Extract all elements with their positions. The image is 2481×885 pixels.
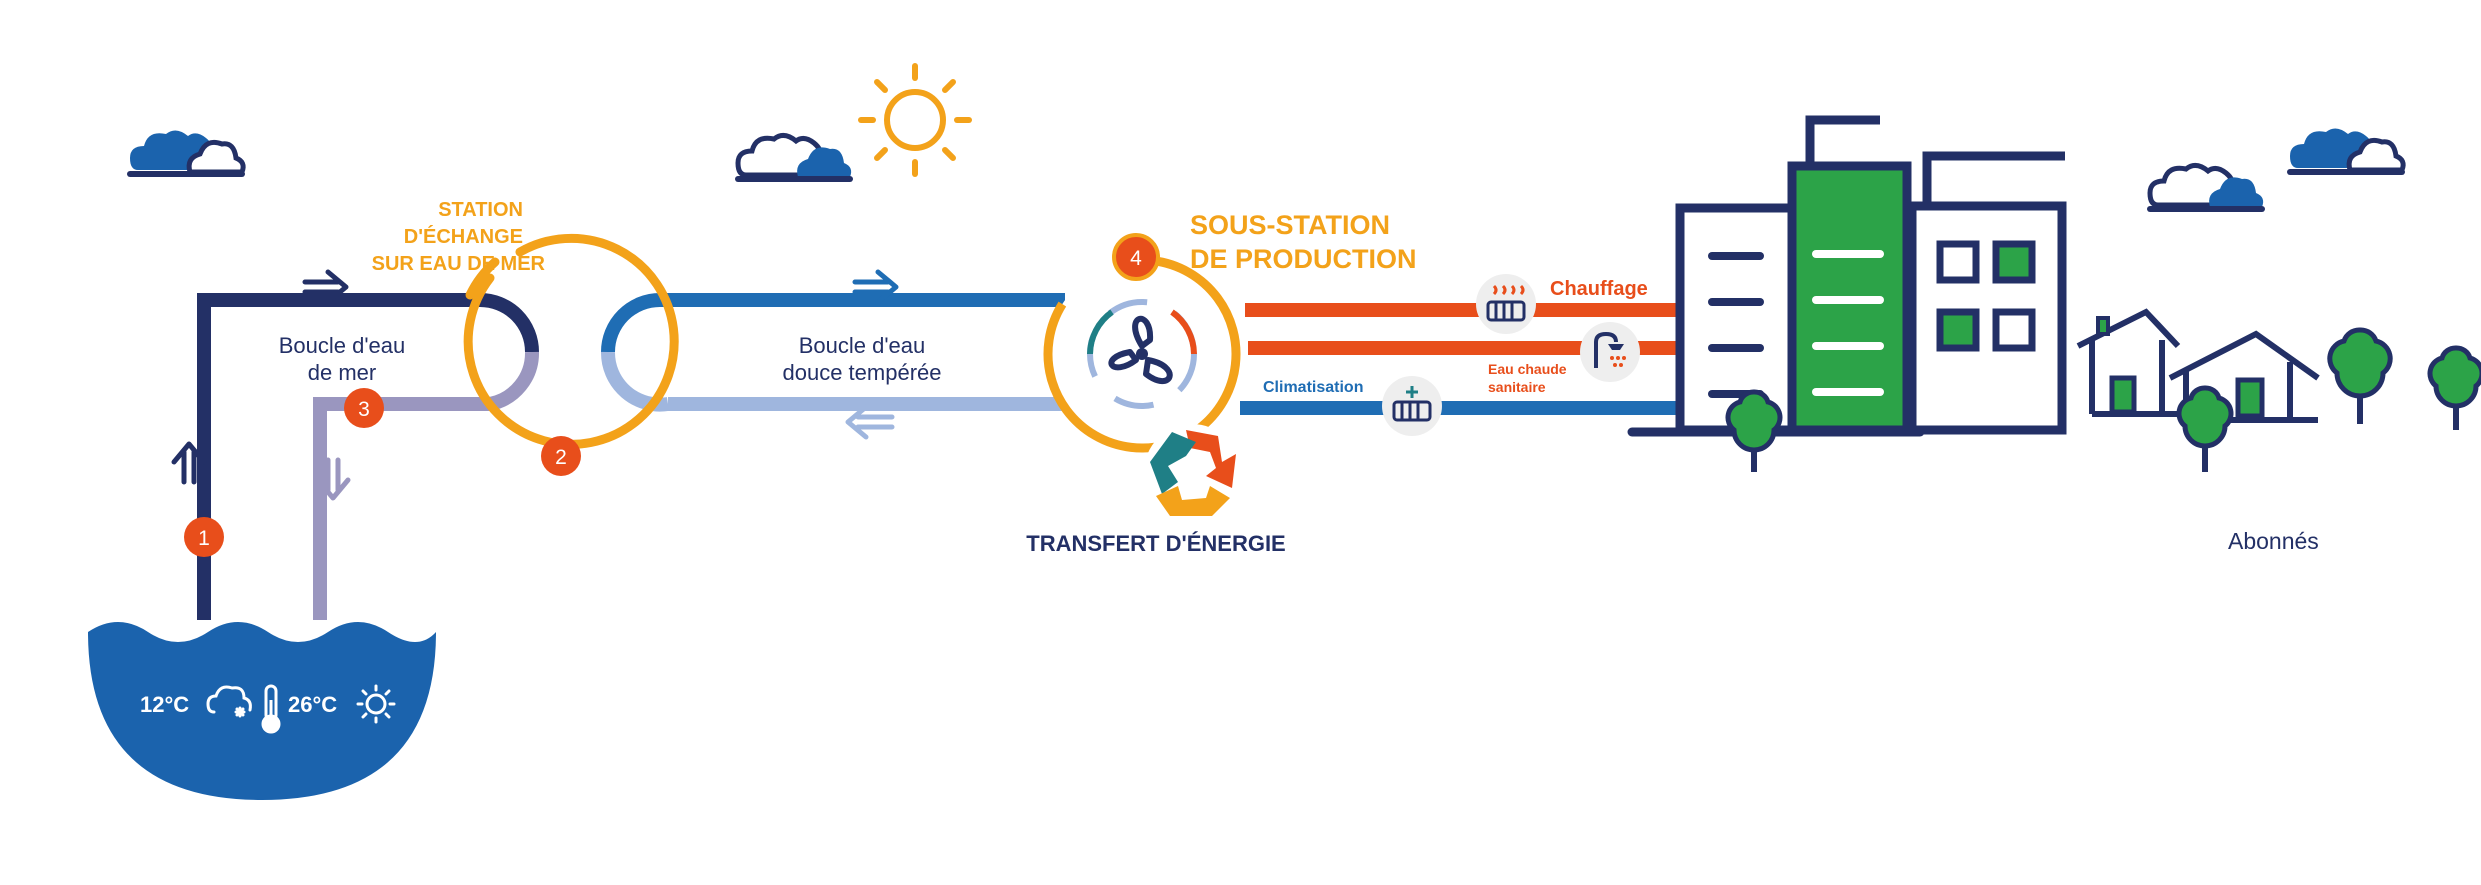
sea-loop-return-pipe: [313, 397, 490, 620]
fan-icon: [1087, 299, 1197, 409]
svg-text:Boucle d'eau: Boucle d'eau: [279, 333, 406, 358]
exchange-station: [463, 233, 679, 449]
small-sun-icon: [356, 684, 396, 724]
station-label: STATION D'ÉCHANGE SUR EAU DE MER: [372, 199, 546, 275]
building-icon: [1907, 151, 2067, 435]
heating-label: Chauffage: [1550, 278, 1648, 300]
cloud-icon: [2147, 163, 2265, 212]
cloud-icon: [735, 133, 853, 182]
sun-icon: [858, 63, 972, 177]
subscribers-label: Abonnés: [2228, 528, 2319, 554]
tree-icon: [1725, 389, 1783, 472]
flow-arrow-down-icon: [315, 457, 351, 501]
cooling-label: Climatisation: [1263, 379, 1363, 396]
energy-transfer-label: TRANSFERT D'ÉNERGIE: [1026, 531, 1285, 556]
building-icon: [1675, 203, 1807, 435]
flow-arrow-right-icon: [302, 269, 349, 305]
substation-label: SOUS-STATION DE PRODUCTION: [1190, 210, 1417, 274]
svg-text:douce tempérée: douce tempérée: [783, 360, 942, 385]
shower-icon: [1580, 322, 1640, 382]
flow-arrow-right-icon: [852, 269, 899, 305]
tree-icon: [2176, 385, 2234, 472]
tree-icon: [2427, 345, 2481, 430]
cooling-unit-icon: [1382, 376, 1442, 436]
cloud-snow-icon: [206, 685, 252, 718]
step-badge-2: 2: [541, 436, 581, 476]
cloud-icon: [127, 130, 246, 177]
temp-summer: 26°C: [288, 692, 337, 717]
svg-text:2: 2: [555, 446, 567, 469]
step-badge-3: 3: [344, 388, 384, 428]
svg-text:Eau chaude: Eau chaude: [1488, 361, 1567, 377]
sea-loop-supply-pipe: [197, 293, 480, 620]
svg-text:3: 3: [358, 398, 370, 421]
production-substation: [1043, 255, 1241, 453]
svg-text:STATION: STATION: [438, 199, 523, 221]
svg-text:D'ÉCHANGE: D'ÉCHANGE: [404, 225, 523, 248]
sea: [88, 622, 436, 800]
svg-text:SOUS-STATION: SOUS-STATION: [1190, 210, 1390, 240]
svg-text:Boucle d'eau: Boucle d'eau: [799, 333, 926, 358]
tree-icon: [2327, 327, 2393, 424]
step-badge-4: 4: [1112, 233, 1160, 281]
step-badge-1: 1: [184, 517, 224, 557]
recycle-icon: [1144, 424, 1240, 520]
radiator-icon: [1476, 274, 1536, 334]
svg-text:4: 4: [1130, 247, 1142, 270]
temp-winter: 12°C: [140, 692, 189, 717]
fresh-loop-label: Boucle d'eau douce tempérée: [783, 333, 942, 385]
svg-text:SUR EAU DE MER: SUR EAU DE MER: [372, 253, 546, 275]
svg-text:sanitaire: sanitaire: [1488, 379, 1546, 395]
svg-text:de mer: de mer: [308, 360, 376, 385]
flow-arrow-left-icon: [845, 404, 895, 440]
hot-water-label: Eau chaude sanitaire: [1488, 361, 1567, 395]
building-icon: [1787, 115, 1912, 435]
flow-arrow-up-icon: [171, 441, 207, 485]
sea-loop-label: Boucle d'eau de mer: [279, 333, 406, 385]
thermometer-icon: [261, 684, 281, 734]
cloud-icon: [2287, 128, 2406, 175]
svg-text:DE PRODUCTION: DE PRODUCTION: [1190, 244, 1417, 274]
svg-text:1: 1: [198, 527, 210, 550]
house-icon: [2076, 308, 2188, 417]
